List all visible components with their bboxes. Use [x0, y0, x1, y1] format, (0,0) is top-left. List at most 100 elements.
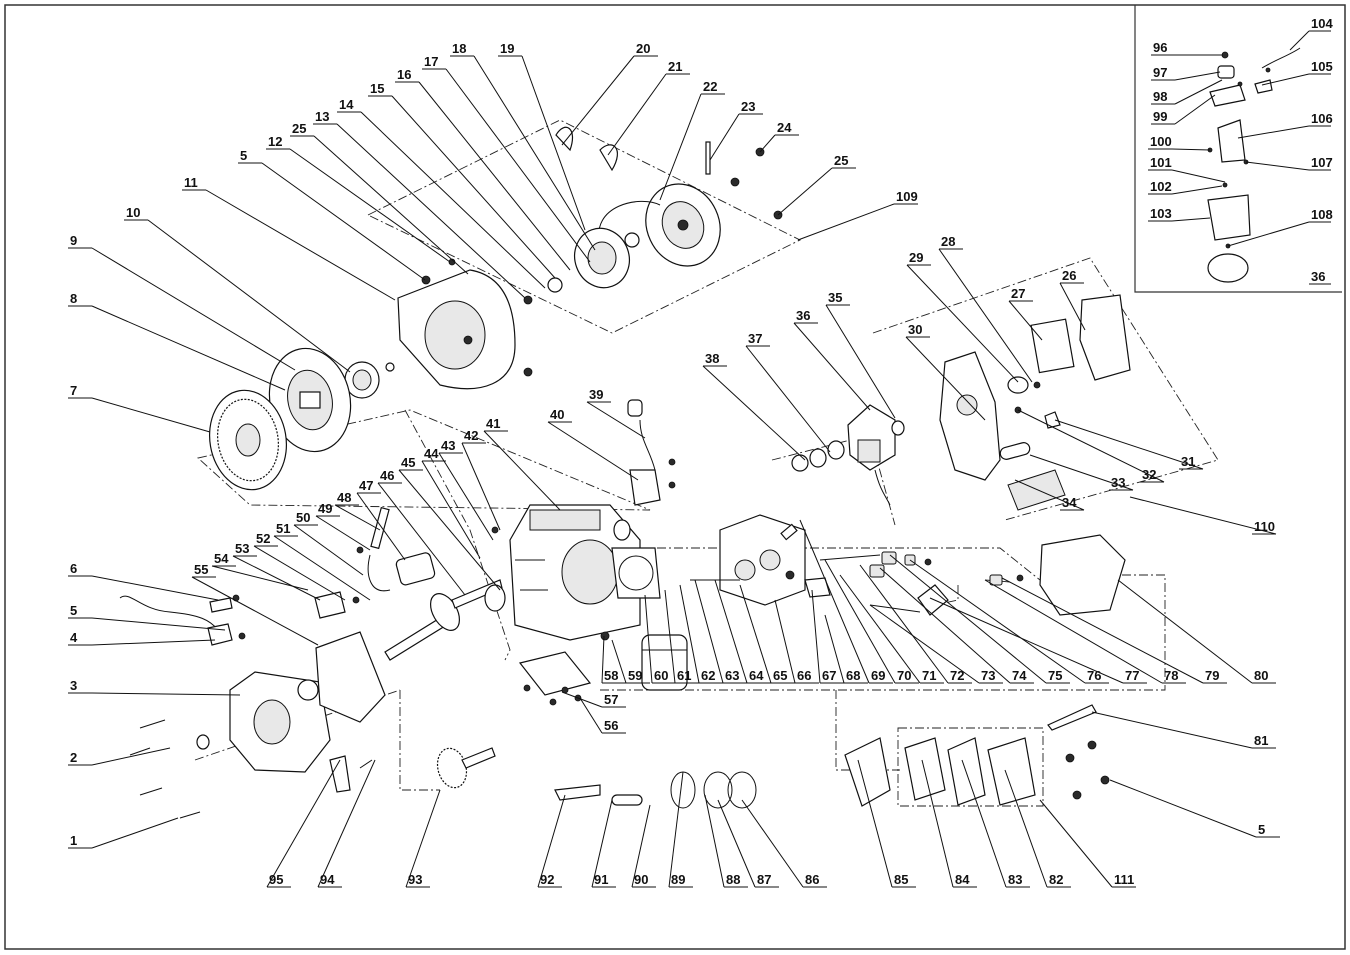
callout-label: 5: [1258, 822, 1265, 837]
callout-leader: [1171, 217, 1211, 222]
plug-cap: [627, 399, 643, 417]
callout-leader: [717, 799, 756, 888]
callout-leader: [266, 759, 341, 888]
callout-label: 5: [240, 148, 247, 163]
callout-label: 30: [908, 322, 922, 337]
rocker-arm: [917, 584, 949, 616]
head-gasket: [611, 547, 661, 599]
drain-bolt: [359, 759, 373, 769]
callout-label: 14: [339, 97, 354, 112]
callout-leader: [905, 336, 986, 421]
callout-leader: [906, 264, 1019, 383]
callout-leader: [1171, 148, 1211, 151]
starter-handle: [555, 126, 574, 152]
callout-label: 92: [540, 872, 554, 887]
callout-label: 45: [401, 455, 415, 470]
callout-leader: [1174, 94, 1216, 125]
callout-label: 43: [441, 438, 455, 453]
callout-leader: [679, 584, 700, 684]
callout-label: 100: [1150, 134, 1172, 149]
callout-label: 82: [1049, 872, 1063, 887]
bracket: [1044, 411, 1061, 429]
callout-label: 73: [981, 668, 995, 683]
callout-leader: [315, 515, 371, 551]
callout-label: 21: [668, 59, 682, 74]
callout-leader: [909, 559, 1086, 684]
callout-label: 1: [70, 833, 77, 848]
callout-leader: [869, 604, 980, 684]
callout-leader: [1029, 454, 1134, 491]
callout-leader: [714, 579, 748, 684]
muffler-guard: [999, 442, 1066, 511]
callout-label: 13: [315, 109, 329, 124]
callout-leader: [91, 692, 241, 696]
callout-leader: [631, 804, 651, 888]
callout-label: 95: [269, 872, 283, 887]
callout-label: 36: [1311, 269, 1325, 284]
plug-cap-wire: [639, 419, 656, 471]
callout-label: 7: [70, 383, 77, 398]
hardware-nuts: [232, 147, 1110, 800]
callout-label: 110: [1254, 519, 1275, 534]
callout-leaders: [68, 30, 1331, 888]
callout-label: 81: [1254, 733, 1268, 748]
callout-leader: [857, 759, 893, 888]
starter-cup: [344, 361, 395, 399]
callout-leader: [702, 365, 806, 461]
callout-label: 87: [757, 872, 771, 887]
callout-leader: [561, 691, 603, 708]
callout-label: 70: [897, 668, 911, 683]
callout-leader: [91, 305, 286, 391]
callout-label: 49: [318, 501, 332, 516]
callout-leader: [579, 697, 603, 734]
callout-label: 29: [909, 250, 923, 265]
valve-springs: [869, 551, 1003, 586]
callout-leader: [659, 93, 702, 201]
base-plate: [518, 651, 592, 696]
outer-frame: [4, 4, 1346, 950]
piston-pin: [611, 794, 643, 806]
starter-motor: [367, 552, 436, 592]
callout-leader: [824, 559, 896, 684]
callout-leader: [91, 639, 216, 646]
camshaft: [436, 747, 496, 789]
callout-label: 62: [701, 668, 715, 683]
callout-label: 41: [486, 416, 500, 431]
callout-label: 85: [894, 872, 908, 887]
callout-leader: [461, 442, 501, 531]
callout-label: 75: [1048, 668, 1062, 683]
callout-label: 97: [1153, 65, 1167, 80]
callout-leader: [91, 747, 171, 766]
callout-label: 104: [1311, 16, 1333, 31]
piston: [641, 634, 688, 691]
callout-leader: [1174, 71, 1221, 81]
push-rod: [819, 554, 881, 561]
callout-label: 78: [1164, 668, 1178, 683]
callout-leader: [537, 794, 566, 888]
callout-label: 10: [126, 205, 140, 220]
callout-label: 20: [636, 41, 650, 56]
pin: [705, 141, 711, 175]
callout-leader: [1039, 799, 1113, 888]
callout-label: 6: [70, 561, 77, 576]
callout-leader: [421, 460, 481, 559]
callout-leader: [405, 789, 441, 888]
callout-leader: [356, 492, 406, 561]
callout-leader: [1171, 185, 1223, 195]
breather-plate: [804, 577, 831, 598]
callout-label: 106: [1311, 111, 1333, 126]
callout-label: 103: [1150, 206, 1172, 221]
callout-label: 16: [397, 67, 411, 82]
side-gasket: [315, 631, 386, 723]
callout-leader: [1091, 711, 1253, 749]
callout-label: 24: [777, 120, 792, 135]
callout-label: 15: [370, 81, 384, 96]
air-filter-element: [1030, 318, 1075, 374]
callout-label: 36: [796, 308, 810, 323]
callout-leader: [547, 421, 639, 481]
callout-label: 107: [1311, 155, 1333, 170]
callout-leader: [586, 401, 646, 439]
oil-drain-plug-handle: [329, 755, 351, 793]
callout-label: 98: [1153, 89, 1167, 104]
dipstick: [370, 506, 390, 550]
